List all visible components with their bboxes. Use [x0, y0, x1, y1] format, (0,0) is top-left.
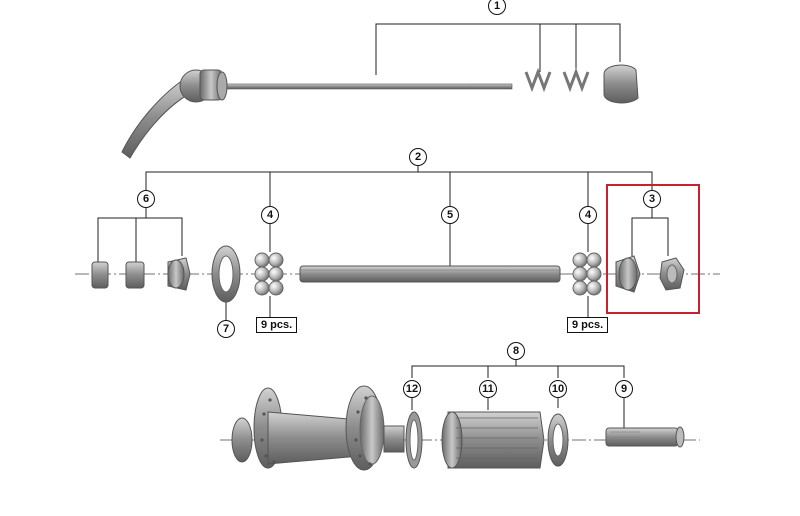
callout-7: 7 [217, 320, 235, 338]
quantity-label-left: 9 pcs. [256, 317, 298, 333]
ball-bearing-set-left [254, 252, 284, 296]
callout-10: 10 [549, 380, 567, 398]
callout-5: 5 [441, 206, 459, 224]
callout-1: 1 [488, 0, 506, 15]
callout-2: 2 [409, 148, 427, 166]
hub-body-freehub-assembly [220, 358, 700, 471]
callout-3: 3 [643, 190, 661, 208]
callout-4-left: 4 [261, 206, 279, 224]
ball-bearing-set-right [572, 252, 602, 296]
callout-4-right: 4 [579, 206, 597, 224]
callout-6: 6 [137, 190, 155, 208]
highlight-box-part-3 [606, 184, 700, 314]
callout-9: 9 [615, 380, 633, 398]
quantity-label-right: 9 pcs. [567, 317, 609, 333]
callout-11: 11 [479, 380, 497, 398]
callout-12: 12 [403, 380, 421, 398]
quick-release-skewer [121, 23, 639, 159]
hub-axle-assembly [75, 164, 720, 320]
callout-8: 8 [507, 342, 525, 360]
